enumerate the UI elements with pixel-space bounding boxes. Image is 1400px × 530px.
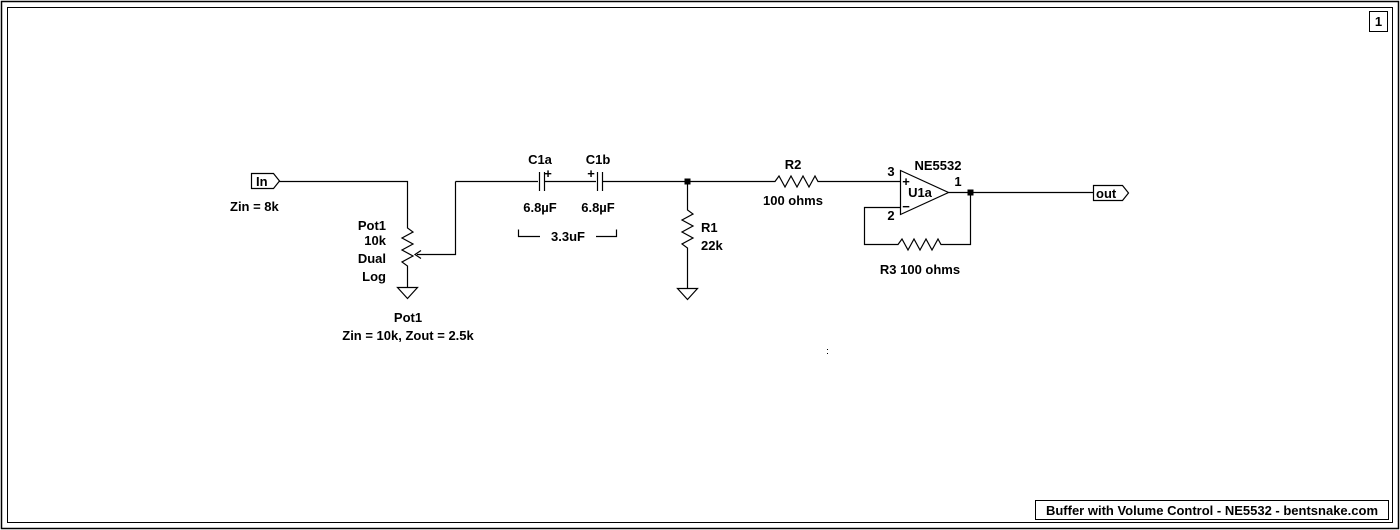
- c1b-polarity: +: [587, 166, 595, 181]
- r2-ref: R2: [785, 157, 802, 172]
- wire-in-to-pot: [279, 180, 409, 223]
- resistor-r3-feedback: R3 100 ohms: [863, 192, 972, 277]
- capacitor-c1a: C1a + 6.8µF: [523, 152, 557, 215]
- stray-dot-2: [827, 353, 828, 354]
- c1b-value: 6.8µF: [581, 200, 615, 215]
- pot1-ground-symbol: [396, 286, 419, 300]
- bracket-left: [517, 229, 540, 238]
- in-port-flag: [250, 172, 281, 190]
- opamp-plus-sign: +: [902, 174, 910, 189]
- series-capacitance-bracket: 3.3uF: [517, 229, 618, 244]
- r2-zigzag: [770, 174, 823, 189]
- r3-label: R3 100 ohms: [880, 262, 960, 277]
- c1a-value: 6.8µF: [523, 200, 557, 215]
- title-block: Buffer with Volume Control - NE5532 - be…: [1035, 500, 1389, 520]
- opamp-part-number: NE5532: [915, 158, 962, 173]
- in-port-label: In: [256, 174, 268, 189]
- pot1-caption-ref: Pot1: [394, 310, 422, 325]
- pot1-value: 10k: [364, 233, 386, 248]
- c1b-ref: C1b: [586, 152, 611, 167]
- pot1-wiper-arrow: [413, 250, 422, 259]
- resistor-r1: R1 22k: [676, 181, 723, 301]
- r1-value: 22k: [701, 238, 723, 253]
- opamp-pin-inv: 2: [887, 208, 894, 223]
- pot1-ref: Pot1: [358, 218, 386, 233]
- wire-feedback-left: [863, 206, 900, 246]
- sheet-number: 1: [1375, 14, 1382, 29]
- opamp-triangle: [899, 169, 950, 216]
- pot1-taper: Log: [362, 269, 386, 284]
- sheet-number-box: 1: [1369, 11, 1388, 32]
- pot1: Pot1 10k Dual Log Pot1 Zin = 10k, Zout =…: [342, 181, 475, 343]
- wire-feedback-right: [945, 192, 972, 246]
- opamp-pin-noninv: 3: [887, 164, 894, 179]
- pot1-caption-note: Zin = 10k, Zout = 2.5k: [342, 328, 474, 343]
- opamp-ref: U1a: [908, 185, 933, 200]
- resistor-r2: R2 100 ohms: [763, 157, 823, 208]
- pot1-type: Dual: [358, 251, 386, 266]
- out-port-flag: [1092, 184, 1130, 202]
- pot1-resistor-zigzag: [400, 223, 415, 287]
- in-port-zin-note: Zin = 8k: [230, 199, 280, 214]
- r1-zigzag: [680, 181, 695, 288]
- c1a-ref: C1a: [528, 152, 553, 167]
- r1-ground-symbol: [676, 287, 699, 301]
- in-port: In Zin = 8k: [230, 172, 281, 214]
- title-block-text: Buffer with Volume Control - NE5532 - be…: [1046, 503, 1378, 518]
- series-capacitance-note: 3.3uF: [551, 229, 585, 244]
- r1-ref: R1: [701, 220, 718, 235]
- bracket-right: [596, 229, 618, 238]
- out-port: out: [1092, 184, 1130, 202]
- opamp-minus-sign: −: [902, 199, 910, 214]
- out-port-label: out: [1096, 186, 1117, 201]
- c1a-polarity: +: [544, 166, 552, 181]
- capacitor-c1b: C1b + 6.8µF: [581, 152, 615, 215]
- pot1-wiper-wire: [417, 181, 457, 256]
- opamp-u1a: NE5532 U1a 3 2 1 + −: [887, 158, 961, 223]
- opamp-pin-out: 1: [954, 174, 961, 189]
- r2-value: 100 ohms: [763, 193, 823, 208]
- inner-frame: [7, 7, 1393, 523]
- r3-zigzag: [894, 237, 945, 252]
- stray-dot-1: [827, 349, 828, 350]
